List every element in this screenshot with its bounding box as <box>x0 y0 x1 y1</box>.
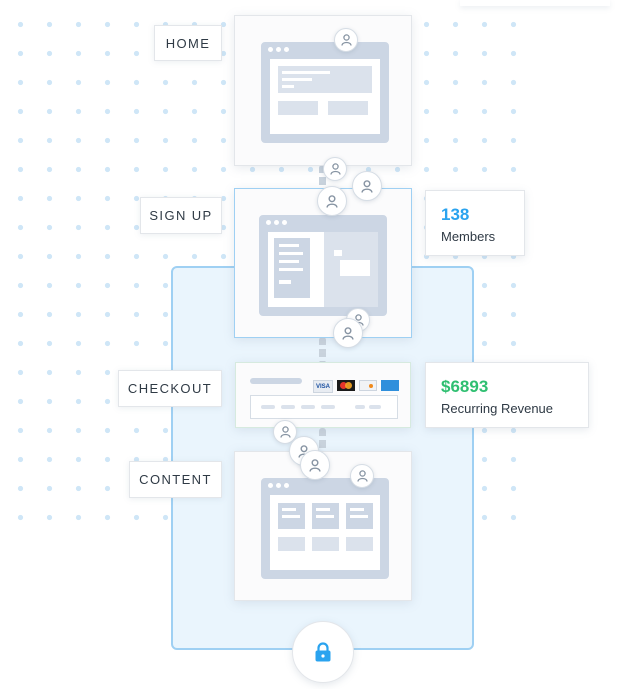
amex-card-icon <box>381 380 399 391</box>
content-wireframe <box>261 478 389 579</box>
user-icon <box>333 318 363 348</box>
revenue-amount: $6893 <box>441 377 489 396</box>
connector-checkout-content <box>319 428 326 452</box>
user-icon <box>350 464 374 488</box>
user-icon <box>334 28 358 52</box>
members-caption: Members <box>441 229 496 244</box>
lock-button[interactable] <box>292 621 354 683</box>
checkout-page-card[interactable]: VISA <box>235 362 411 428</box>
decorative-bar <box>460 0 610 6</box>
discover-card-icon <box>359 380 377 391</box>
members-count: 138 <box>441 205 470 224</box>
mastercard-icon <box>337 380 355 391</box>
signup-wireframe <box>259 215 387 316</box>
user-icon <box>352 171 382 201</box>
signup-page-card[interactable] <box>234 188 412 338</box>
home-wireframe <box>261 42 389 143</box>
home-page-card[interactable] <box>234 15 412 166</box>
step-label-home: HOME <box>154 25 222 61</box>
step-label-checkout: CHECKOUT <box>118 370 222 407</box>
visa-card-icon: VISA <box>313 380 333 393</box>
revenue-caption: Recurring Revenue <box>441 401 554 416</box>
user-icon <box>317 186 347 216</box>
user-icon <box>323 157 347 181</box>
connector-signup-checkout <box>319 337 326 363</box>
step-label-signup: SIGN UP <box>140 197 222 234</box>
connector-home-signup <box>319 165 326 189</box>
payment-card-logos: VISA <box>313 380 399 393</box>
card-number-field[interactable] <box>250 395 398 419</box>
members-stat-card: 138 Members <box>425 190 525 256</box>
step-label-content: CONTENT <box>129 461 222 498</box>
user-icon <box>300 450 330 480</box>
revenue-stat-card: $6893 Recurring Revenue <box>425 362 589 428</box>
lock-icon <box>315 642 331 662</box>
